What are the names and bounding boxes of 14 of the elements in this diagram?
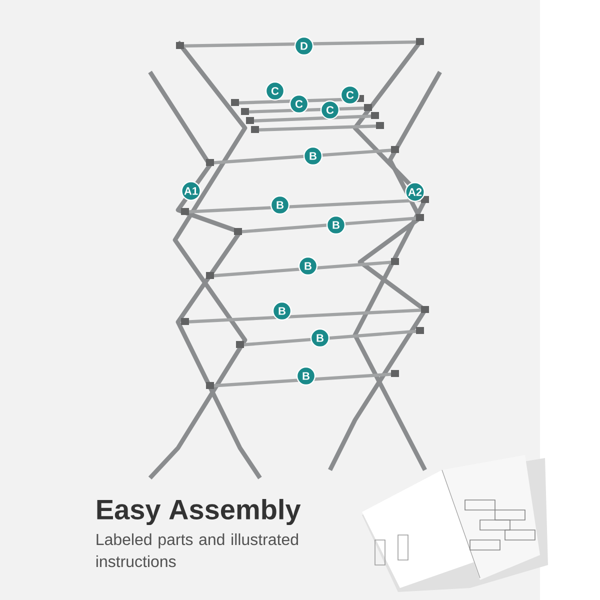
callout-badge: C xyxy=(340,85,360,105)
heading: Easy Assembly xyxy=(97,498,301,526)
callout-badge: D xyxy=(294,36,314,56)
callout-badge: C xyxy=(265,81,285,101)
callout-badge: B xyxy=(310,328,330,348)
callout-badge: C xyxy=(320,100,340,120)
callout-badge: B xyxy=(326,215,346,235)
callout-badge: B xyxy=(272,301,292,321)
callout-badge: B xyxy=(270,195,290,215)
subheading: Labeled parts and illustrated instructions xyxy=(96,533,298,568)
callout-badge: B xyxy=(296,366,316,386)
callout-badge: B xyxy=(298,256,318,276)
callout-badge: B xyxy=(303,146,323,166)
callout-badge: C xyxy=(289,94,309,114)
